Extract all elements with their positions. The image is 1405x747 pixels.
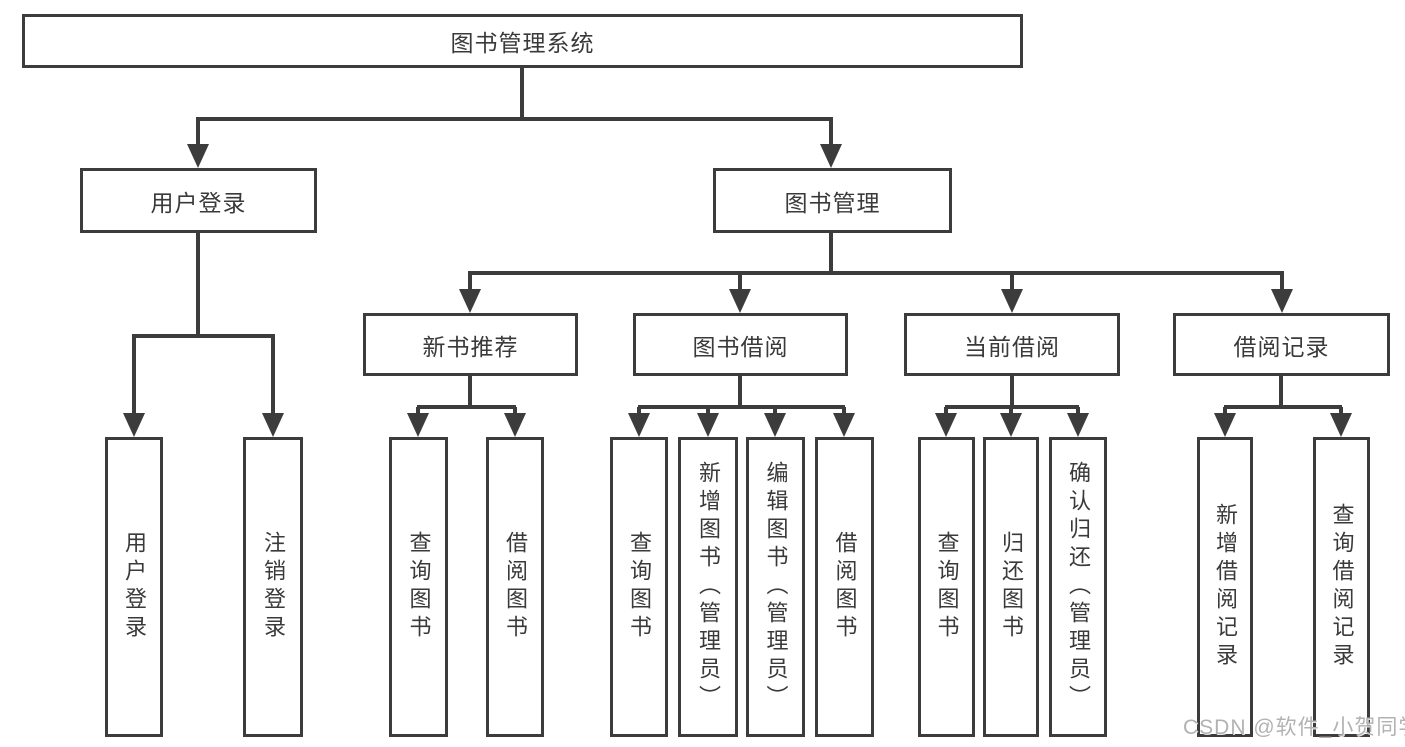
node-label: 图书管理系统	[450, 30, 595, 56]
node-leaf-return-books: 归还图书	[983, 437, 1039, 737]
node-book-borrowing: 图书借阅	[633, 313, 848, 376]
arrowhead	[1001, 289, 1023, 313]
node-leaf-add-borrow-record: 新增借阅记录	[1197, 437, 1253, 737]
node-label: 编辑图书（管理员）	[763, 461, 789, 713]
arrowhead	[504, 413, 526, 437]
arrowhead	[187, 144, 209, 168]
node-leaf-borrow-books-recommend: 借阅图书	[486, 437, 544, 737]
arrowhead	[1067, 413, 1089, 437]
node-label: 借阅记录	[1233, 333, 1330, 360]
node-leaf-query-books-borrowing: 查询图书	[610, 437, 668, 737]
arrowhead	[1000, 413, 1022, 437]
node-leaf-logout: 注销登录	[243, 437, 303, 737]
arrowhead	[262, 413, 284, 437]
node-label: 图书借阅	[692, 333, 789, 360]
node-leaf-query-books-recommend: 查询图书	[389, 437, 448, 737]
arrowhead	[729, 289, 751, 313]
node-label: 当前借阅	[964, 333, 1060, 360]
node-leaf-query-borrow-record: 查询借阅记录	[1313, 437, 1370, 737]
node-leaf-edit-books-admin: 编辑图书（管理员）	[746, 437, 805, 737]
node-label: 确认归还（管理员）	[1066, 461, 1091, 713]
arrowhead	[935, 413, 957, 437]
arrowhead	[697, 413, 719, 437]
arrowhead	[459, 289, 481, 313]
node-user-login: 用户登录	[80, 168, 317, 233]
node-borrowing-records: 借阅记录	[1173, 313, 1390, 376]
csdn-watermark: CSDN @软件_小贺同学	[1183, 716, 1405, 739]
node-label: 注销登录	[261, 531, 286, 643]
node-label: 查询图书	[934, 531, 960, 643]
node-label: 借阅图书	[503, 531, 528, 643]
node-label: 查询借阅记录	[1329, 503, 1355, 671]
arrowhead	[628, 413, 650, 437]
node-current-borrowing: 当前借阅	[904, 313, 1120, 376]
arrowhead	[1330, 413, 1352, 437]
node-label: 新书推荐	[422, 333, 519, 360]
node-label: 图书管理	[784, 189, 881, 216]
node-leaf-add-books-admin: 新增图书（管理员）	[678, 437, 738, 737]
node-leaf-borrow-books-borrowing: 借阅图书	[815, 437, 874, 737]
arrowhead	[833, 413, 855, 437]
node-label: 用户登录	[150, 189, 247, 216]
node-leaf-query-books-current: 查询图书	[918, 437, 975, 737]
arrowhead	[820, 144, 842, 168]
node-label: 用户登录	[122, 531, 147, 643]
node-leaf-user-login: 用户登录	[105, 437, 163, 737]
node-new-book-recommendation: 新书推荐	[363, 313, 578, 376]
node-library-management-system: 图书管理系统	[22, 14, 1023, 68]
node-book-management: 图书管理	[713, 168, 952, 233]
arrowhead	[407, 413, 429, 437]
arrowhead	[1271, 289, 1293, 313]
node-label: 借阅图书	[832, 531, 858, 643]
arrowhead	[1214, 413, 1236, 437]
node-label: 查询图书	[627, 531, 652, 643]
node-label: 新增图书（管理员）	[696, 461, 721, 713]
node-label: 新增借阅记录	[1213, 503, 1238, 671]
arrowhead	[123, 413, 145, 437]
node-leaf-confirm-return-admin: 确认归还（管理员）	[1049, 437, 1107, 737]
node-label: 查询图书	[406, 531, 432, 643]
node-label: 归还图书	[999, 531, 1024, 643]
arrowhead	[764, 413, 786, 437]
